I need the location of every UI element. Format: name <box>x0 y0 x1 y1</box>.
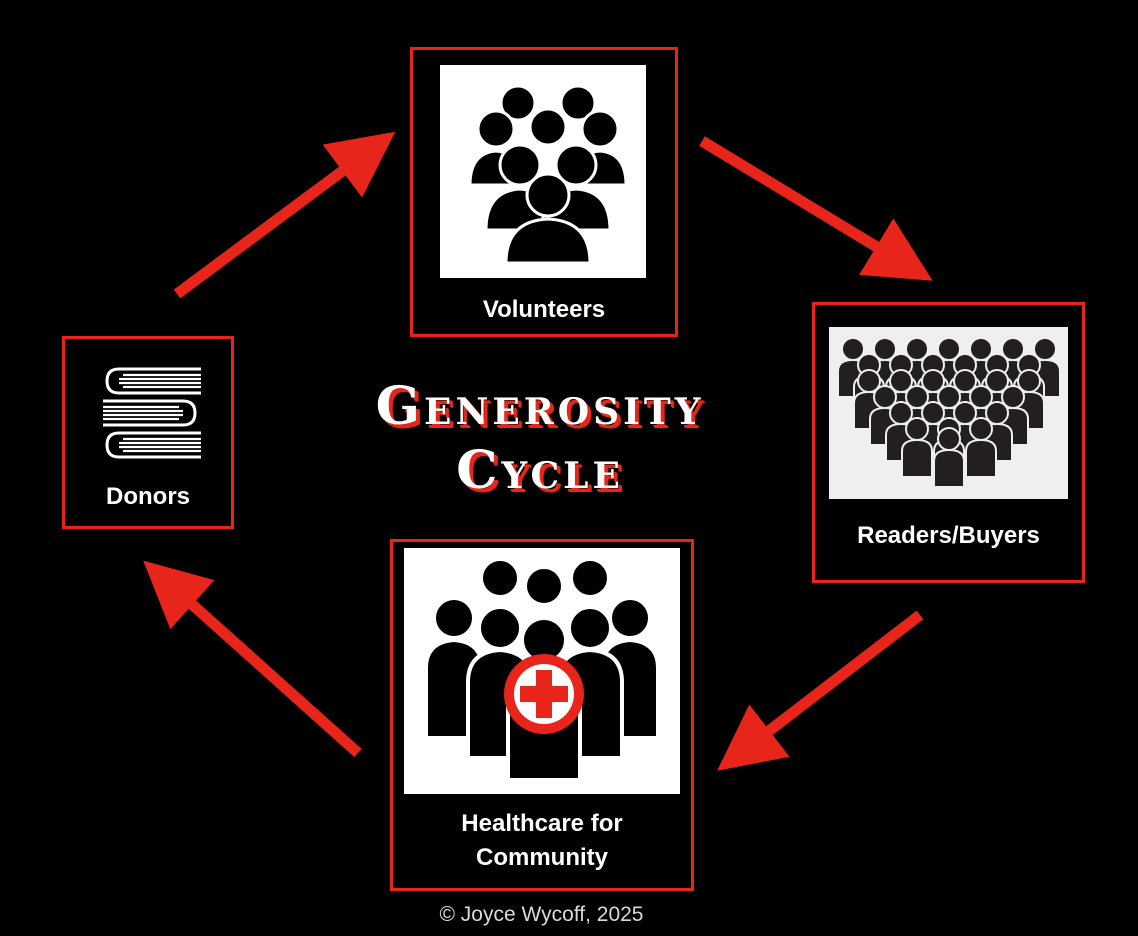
arrow-donors-to-volunteers <box>173 131 396 299</box>
healthcare-label-line1: Healthcare for <box>461 810 623 837</box>
copyright-text: © Joyce Wycoff, 2025 <box>439 903 644 926</box>
volunteers-node: Volunteers <box>410 47 678 337</box>
arrow-readers-to-healthcare <box>717 610 924 771</box>
volunteers-label: Volunteers <box>482 296 606 323</box>
healthcare-label-line2: Community <box>476 844 608 871</box>
arrow-healthcare-to-donors <box>143 560 362 758</box>
healthcare-label: Healthcare for Community <box>393 807 691 875</box>
readers-node: Readers/Buyers <box>812 302 1085 583</box>
healthcare-node: Healthcare for Community <box>390 539 694 891</box>
group-icon <box>440 65 646 278</box>
arrow-volunteers-to-readers <box>699 136 933 281</box>
community-medical-icon <box>404 548 680 794</box>
person-figure <box>901 417 933 478</box>
person-figure <box>965 417 997 478</box>
medical-cross-icon <box>504 654 584 734</box>
crowd-icon <box>829 327 1068 499</box>
person-figure <box>933 427 965 488</box>
readers-label: Readers/Buyers <box>857 522 1040 549</box>
cycle-title: Generosity Cycle <box>375 376 705 501</box>
donors-label: Donors <box>106 483 190 510</box>
books-icon <box>93 361 209 471</box>
donors-node: Donors <box>62 336 234 529</box>
